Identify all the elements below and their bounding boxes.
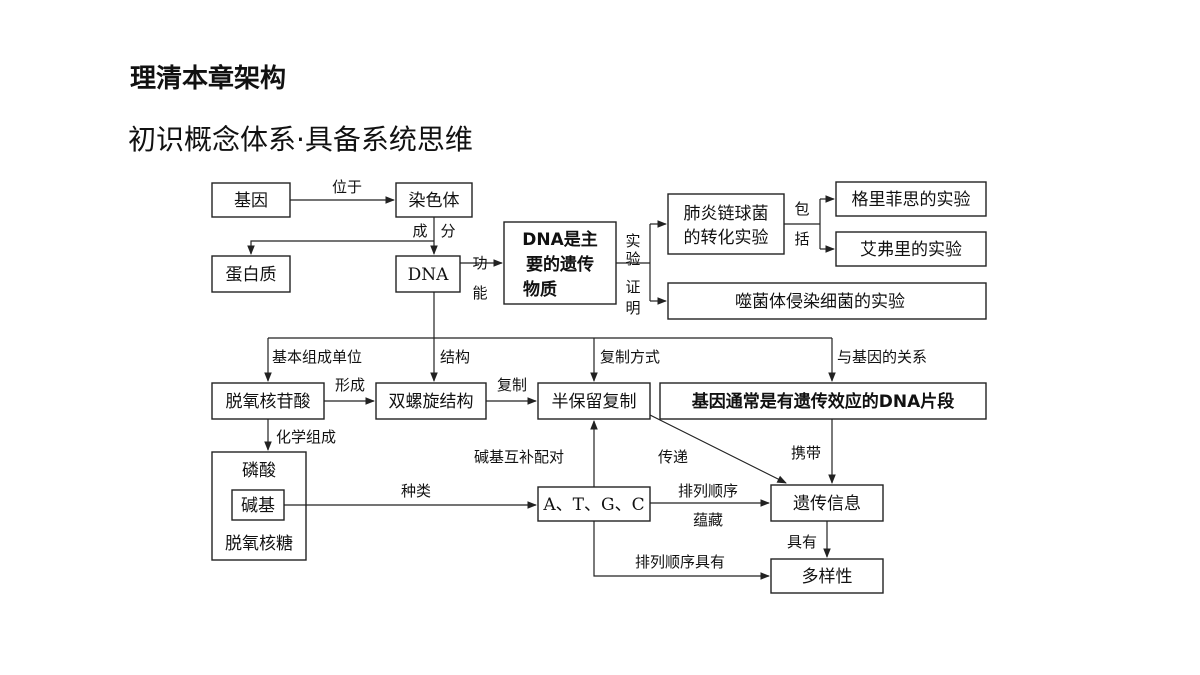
label-prove-a: 证 [625,278,640,296]
pneumococcus-line1: 肺炎链球菌 [684,204,769,224]
label-include-a: 包 [794,200,809,218]
griffith-label: 格里菲思的实验 [852,190,971,210]
label-function-a: 功 [472,254,487,272]
pneumococcus-line2: 的转化实验 [684,228,769,248]
label-carry: 携带 [791,444,821,462]
protein-label: 蛋白质 [226,265,277,285]
dna-box [395,255,461,293]
gene-label: 基因 [234,191,268,211]
label-replicate: 复制 [497,376,527,394]
atgc-box [537,486,651,522]
label-contain: 蕴藏 [693,511,723,529]
phosphate-label: 磷酸 [242,461,276,481]
label-function-b: 能 [472,284,487,302]
dna-main-box [503,221,617,305]
deoxynucleotide-box [211,382,325,420]
semiconservative-label: 半保留复制 [552,392,637,412]
dna-label: DNA [408,265,450,285]
diversity-label: 多样性 [802,567,853,587]
label-relation-gene: 与基因的关系 [837,348,927,366]
label-form: 形成 [335,376,365,394]
page-subtitle: 初识概念体系·具备系统思维 [128,123,473,156]
label-located-on: 位于 [332,178,362,196]
semiconservative-box [537,382,651,420]
label-has: 具有 [787,533,817,551]
pneumococcus-box [667,193,785,255]
atgc-to-diversity-arrow [593,521,770,580]
avery-box [835,231,987,267]
phage-label: 噬菌体侵染细菌的实验 [735,292,905,312]
label-base-pairing: 碱基互补配对 [474,448,564,466]
label-composed-a: 成 [412,222,427,240]
dna-main-line2: 要的遗传 [526,254,594,275]
chromosome-box [395,182,473,218]
gene-definition-label: 基因通常是有遗传效应的DNA片段 [691,391,955,412]
genetic-info-label: 遗传信息 [793,494,861,514]
avery-label: 艾弗里的实验 [860,240,962,260]
label-transmit: 传递 [658,448,688,466]
label-structure: 结构 [440,348,470,366]
deoxyribose-label: 脱氧核糖 [225,534,293,554]
label-experiment-b: 验 [625,250,640,268]
label-sequence-has: 排列顺序具有 [635,553,725,571]
label-chemical-composition: 化学组成 [276,428,336,446]
base-label: 碱基 [241,496,275,516]
label-prove-b: 明 [625,299,640,317]
deoxynucleotide-label: 脱氧核苷酸 [226,392,311,412]
griffith-box [835,181,987,217]
genetic-info-box [770,484,884,522]
label-kinds: 种类 [401,482,431,500]
gene-box [211,182,291,218]
double-helix-label: 双螺旋结构 [389,392,474,412]
dna-main-line3: 物质 [523,279,557,300]
page-title: 理清本章架构 [130,64,287,94]
double-helix-box [375,382,487,420]
dna-main-line1: DNA是主 [522,229,598,250]
atgc-label: A、T、G、C [542,495,644,515]
label-composed-b: 分 [440,222,455,240]
phage-box [667,282,987,320]
diversity-box [770,558,884,594]
label-sequence: 排列顺序 [678,482,738,500]
gene-definition-box [659,382,987,420]
label-experiment-a: 实 [625,232,640,250]
semiconservative-to-info-arrow [649,414,787,484]
protein-box [211,255,291,293]
label-basic-unit: 基本组成单位 [272,348,362,366]
chromosome-label: 染色体 [409,191,460,211]
label-replication-mode: 复制方式 [600,348,660,366]
chromosome-to-protein-arrow [247,240,434,255]
label-include-b: 括 [794,230,809,248]
